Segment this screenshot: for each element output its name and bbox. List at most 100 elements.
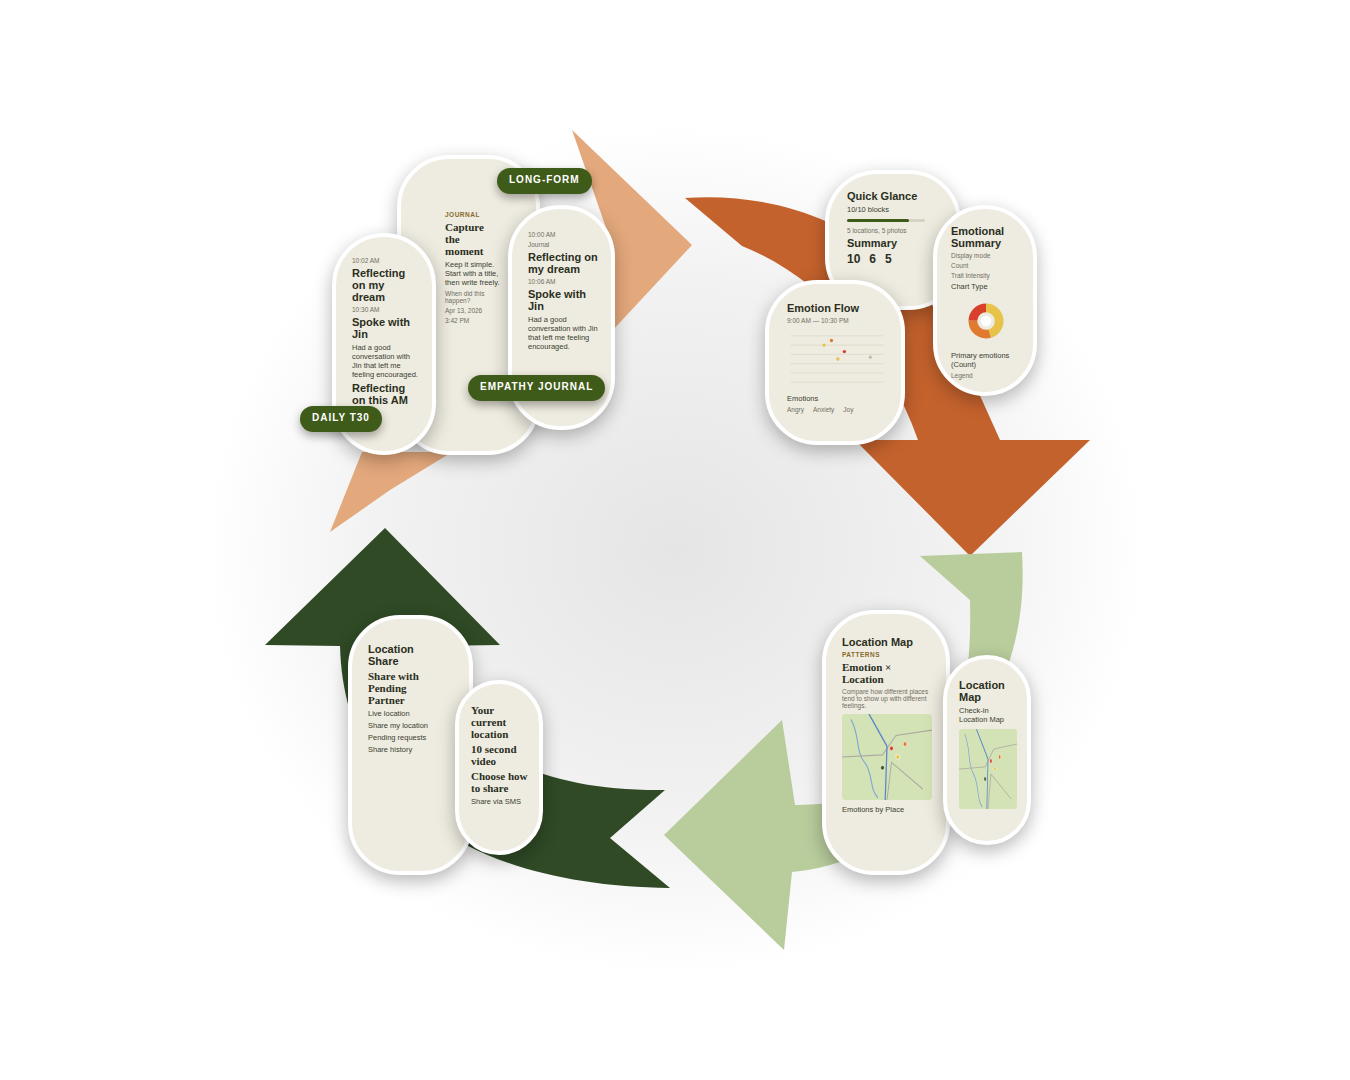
progress-fill (847, 219, 909, 222)
screen-text: Apr 13, 2026 (445, 307, 482, 314)
cycle-arrow (265, 528, 670, 888)
screen-text: Share with Pending Partner (368, 670, 445, 706)
screen-text: Check-in Location Map (959, 706, 1017, 724)
screen-text: Location Map (842, 636, 932, 648)
cycle-arrow (664, 552, 1023, 950)
pill-label: EMPATHY JOURNAL (480, 381, 593, 392)
screen-text: PATTERNS (842, 651, 932, 658)
chart-graphic (787, 329, 887, 389)
donut-segment (973, 308, 999, 334)
map-road (869, 714, 887, 800)
screen-text: 5 (885, 252, 892, 266)
screen-text: 10/10 blocks (847, 205, 925, 214)
grid-line (791, 335, 884, 336)
screen-text: Quick Glance (847, 190, 925, 202)
map-pin (896, 755, 900, 760)
screen-text: Live location (368, 709, 445, 718)
label-pill: DAILY T30 (300, 406, 382, 432)
grid-line (791, 354, 884, 355)
map-graphic (842, 714, 932, 800)
screen-text: 10:00 AM (528, 231, 599, 238)
map-pin (994, 767, 997, 771)
donut-segment (973, 308, 999, 334)
data-dot (822, 343, 825, 346)
screen-text: Had a good conversation with Jin that le… (528, 315, 599, 351)
screen-text: Share via SMS (471, 797, 529, 806)
map-road (976, 729, 988, 809)
screen-text: 10 second video (471, 743, 529, 767)
grid-line (791, 382, 884, 383)
screen-text: Keep it simple. Start with a title, then… (445, 260, 500, 287)
map-water (851, 719, 878, 797)
screen-text: Summary (847, 237, 925, 249)
screen-text: Your current location (471, 704, 529, 740)
data-dot (843, 350, 846, 353)
map-pin (984, 777, 987, 781)
screen-text: Display mode (951, 252, 1021, 259)
screen-text: Emotion Flow (787, 302, 887, 314)
map-pin (990, 759, 993, 763)
label-pill: LONG-FORM (497, 168, 592, 194)
screen-text: Location Share (368, 643, 445, 667)
map-pin (881, 765, 885, 770)
grid-line (791, 345, 884, 346)
screen-text: Angry (787, 406, 804, 413)
label-pill: EMPATHY JOURNAL (468, 375, 605, 401)
screen-text: Pending requests (368, 733, 445, 742)
donut-hole (981, 316, 992, 327)
grid-line (791, 372, 884, 373)
donut-segment (973, 308, 999, 334)
screen-text: Joy (843, 406, 853, 413)
progress-bar (847, 219, 925, 222)
screen-text: JOURNAL (445, 211, 500, 218)
map-ground (959, 729, 1017, 809)
data-dot (830, 339, 833, 342)
screen-text: Emotions (787, 394, 887, 403)
screen-text: Anxiety (813, 406, 834, 413)
screen-text: Primary emotions (Count) (951, 351, 1021, 369)
map-ground (842, 714, 932, 800)
screen-text: Emotional Summary (951, 225, 1021, 249)
phone-screen: Your current location 10 second videoChoo… (455, 680, 543, 855)
pill-label: DAILY T30 (312, 412, 370, 423)
screen-text: 10:30 AM (352, 306, 420, 313)
screen-text: Count (951, 262, 968, 269)
map-pin (890, 746, 894, 751)
screen-text: When did this happen? (445, 290, 500, 304)
map-pin (903, 742, 907, 747)
screen-text: Share my location (368, 721, 445, 730)
map-graphic (959, 729, 1017, 809)
screen-text: Had a good conversation with Jin that le… (352, 343, 420, 379)
screen-text: Share history (368, 745, 445, 754)
phone-screen: Location MapCheck-in Location Map (943, 655, 1031, 845)
screen-text: 9:00 AM — 10:30 PM (787, 317, 887, 324)
screen-text: Reflecting on my dream (528, 251, 599, 275)
screen-text: Journal (528, 241, 599, 248)
screen-text: 10:02 AM (352, 257, 420, 264)
phone-screen: Emotion Flow 9:00 AM — 10:30 PM EmotionsAn… (765, 280, 905, 445)
phone-screen: Location MapPATTERNS Emotion × LocationCo… (822, 610, 950, 875)
map-water (965, 734, 982, 807)
data-dot (869, 355, 872, 358)
map-pin (998, 755, 1001, 759)
screen-text: Reflecting on this AM (352, 382, 420, 406)
pill-label: LONG-FORM (509, 174, 580, 185)
screen-text: Choose how to share (471, 770, 529, 794)
screen-text: Spoke with Jin (528, 288, 599, 312)
grid-line (791, 363, 884, 364)
screen-text: Capture the moment (445, 221, 500, 257)
screen-text: Trait Intensity (951, 272, 990, 279)
screen-text: 10:06 AM (528, 278, 599, 285)
screen-text: 3:42 PM (445, 317, 469, 324)
data-dot (836, 357, 839, 360)
screen-text: Emotion × Location (842, 661, 932, 685)
screen-text: Compare how different places tend to sho… (842, 688, 932, 709)
screen-text: Location Map (959, 679, 1017, 703)
phone-screen: Emotional SummaryDisplay modeCountTrait … (933, 205, 1037, 396)
screen-text: Reflecting on my dream (352, 267, 420, 303)
screen-text: Spoke with Jin (352, 316, 420, 340)
donut-graphic (951, 296, 1021, 346)
screen-text: Emotions by Place (842, 805, 932, 814)
